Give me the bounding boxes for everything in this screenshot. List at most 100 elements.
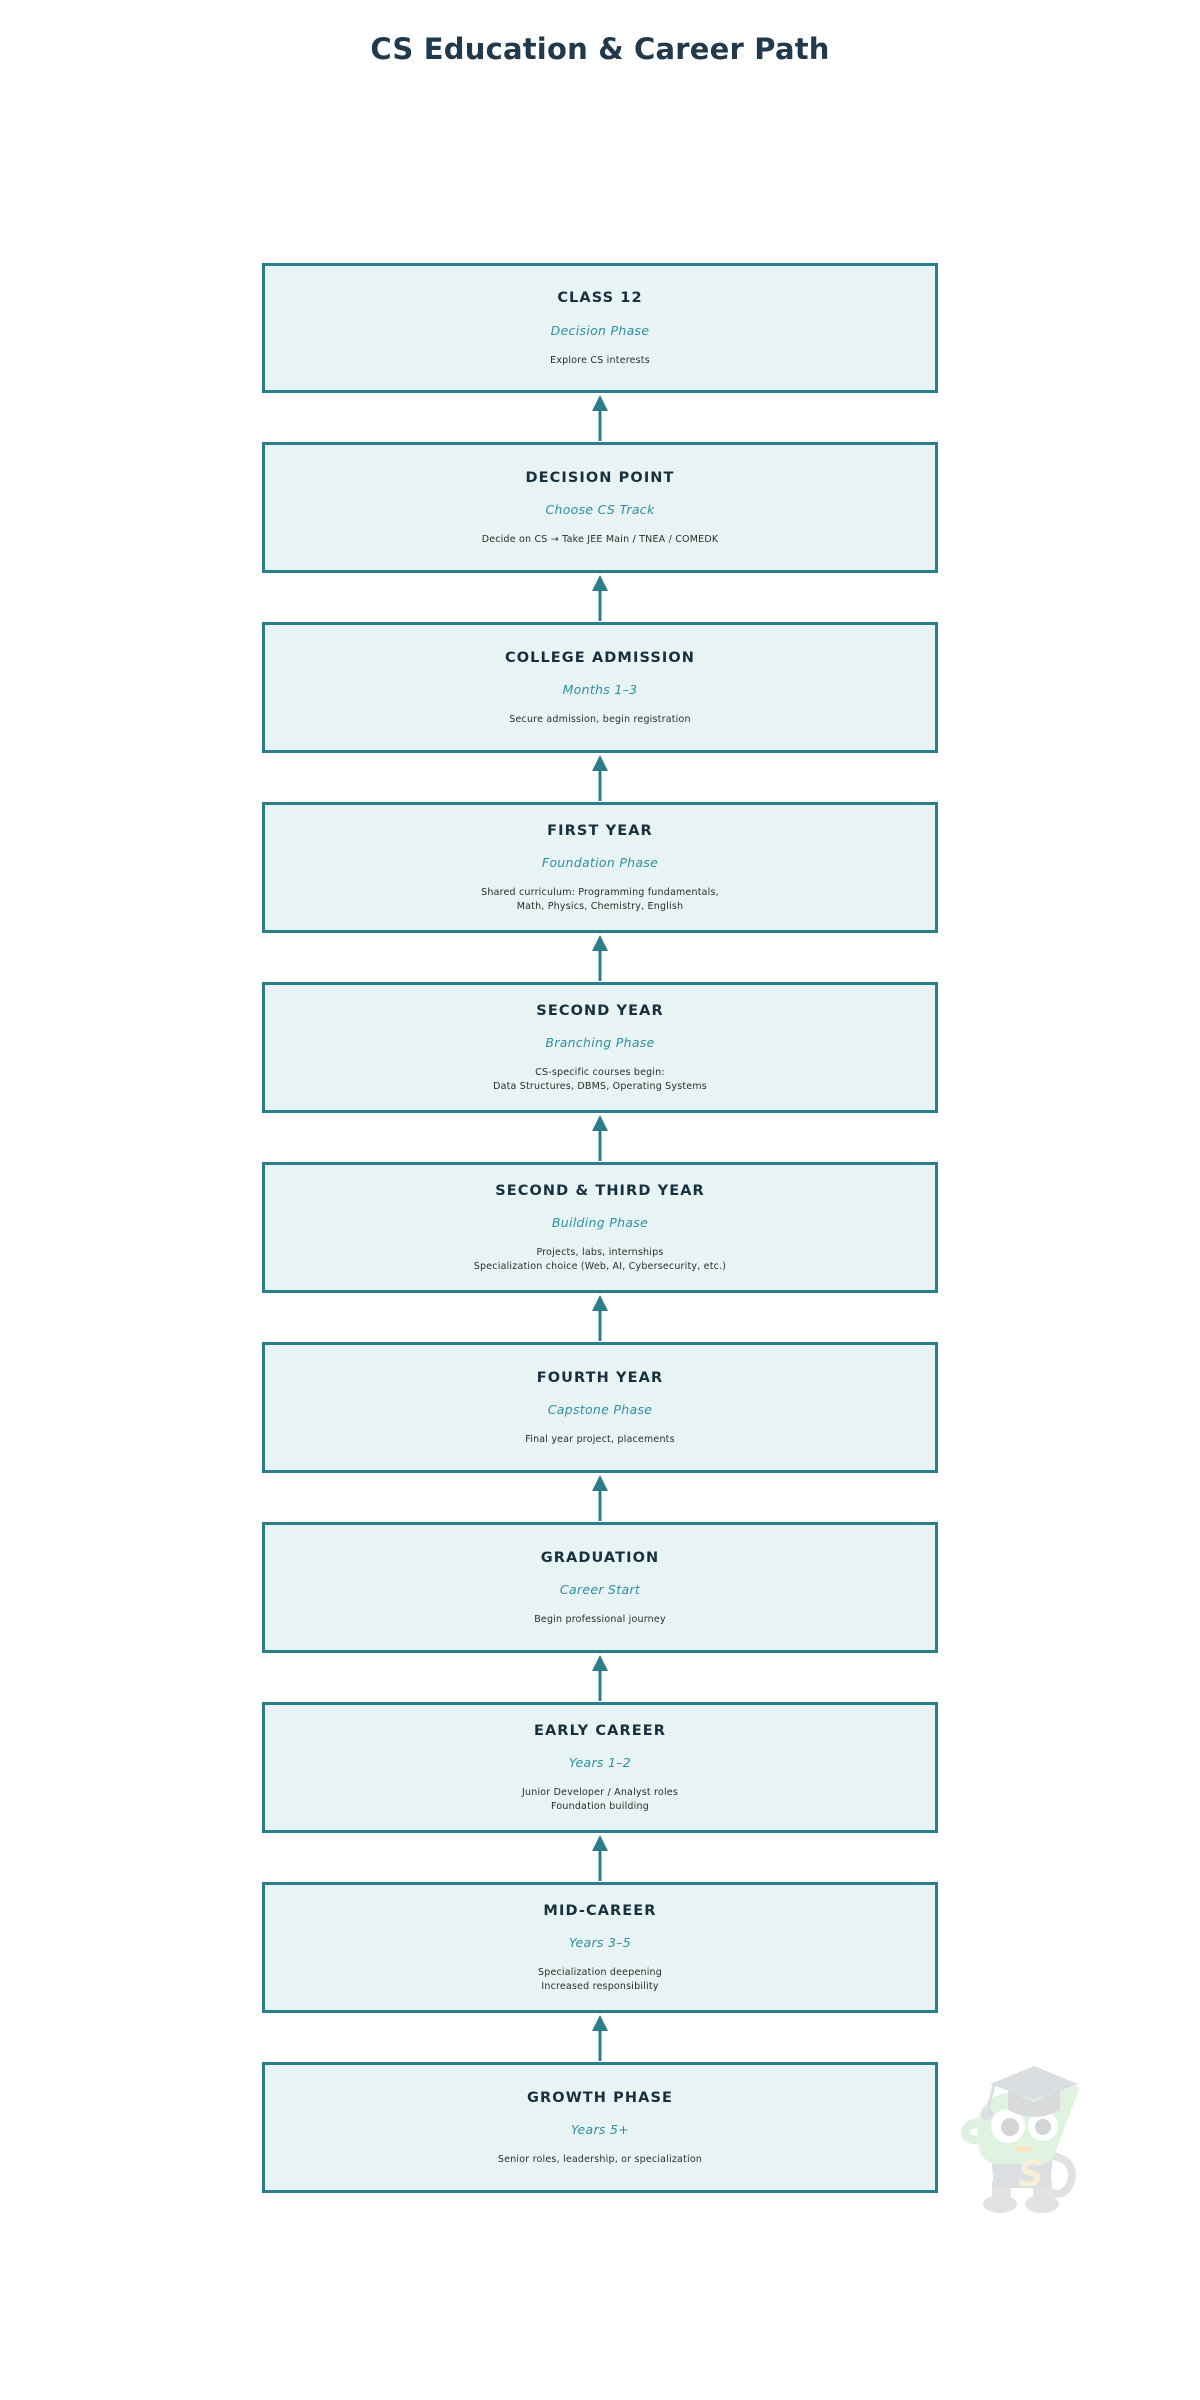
- node-subtitle-second-third-year: Building Phase: [551, 1215, 649, 1231]
- node-description-line: Shared curriculum: Programming fundament…: [481, 887, 719, 899]
- node-description-fourth-year: Final year project, placements: [525, 1433, 675, 1447]
- node-subtitle-growth-phase: Years 5+: [570, 2122, 630, 2138]
- node-title-graduation: GRADUATION: [540, 1549, 660, 1566]
- node-description-line: Senior roles, leadership, or specializat…: [497, 2154, 703, 2166]
- node-title-early-career: EARLY CAREER: [533, 1723, 667, 1740]
- node-subtitle-mid-career: Years 3–5: [568, 1935, 632, 1951]
- flow-connector-arrow: [262, 933, 938, 982]
- node-description-line: Math, Physics, Chemistry, English: [516, 901, 684, 913]
- mascot-arm-left: [961, 2118, 993, 2145]
- arrow-up-icon: [592, 395, 608, 441]
- node-subtitle-first-year: Foundation Phase: [541, 855, 659, 871]
- node-description-line: Final year project, placements: [525, 1434, 675, 1446]
- node-description-line: Begin professional journey: [534, 1614, 666, 1626]
- mascot-graduation-cap: [990, 2066, 1078, 2100]
- node-subtitle-class-12: Decision Phase: [550, 322, 650, 338]
- node-description-graduation: Begin professional journey: [534, 1613, 666, 1627]
- node-description-line: Secure admission, begin registration: [509, 714, 691, 726]
- flow-connector-arrow: [262, 753, 938, 802]
- arrow-up-icon: [592, 1475, 608, 1521]
- node-title-decision-point: DECISION POINT: [525, 469, 675, 486]
- mascot-arm-right: [1044, 2152, 1076, 2198]
- node-title-second-year: SECOND YEAR: [536, 1003, 664, 1020]
- mascot-badge-letter: S: [1018, 2154, 1044, 2195]
- node-title-fourth-year: FOURTH YEAR: [536, 1369, 664, 1386]
- node-subtitle-college-admission: Months 1–3: [562, 682, 638, 698]
- flow-connector-arrow: [262, 573, 938, 622]
- node-title-second-third-year: SECOND & THIRD YEAR: [495, 1183, 705, 1200]
- node-description-line: Specialization choice (Web, AI, Cybersec…: [473, 1261, 727, 1273]
- node-description-line: Data Structures, DBMS, Operating Systems: [493, 1081, 707, 1093]
- mascot-leg-right: [1025, 2195, 1059, 2213]
- mascot-graduate-watermark: S: [938, 2038, 1108, 2223]
- node-title-first-year: FIRST YEAR: [547, 823, 653, 840]
- node-subtitle-fourth-year: Capstone Phase: [547, 1402, 653, 1418]
- node-description-class-12: Explore CS interests: [550, 354, 650, 368]
- mascot-mouth: [1012, 2146, 1036, 2153]
- node-description-line: Projects, labs, internships: [536, 1247, 664, 1259]
- arrow-up-icon: [592, 935, 608, 981]
- node-subtitle-graduation: Career Start: [559, 1582, 641, 1598]
- node-description-line: Increased responsibility: [541, 1981, 659, 1993]
- node-subtitle-second-year: Branching Phase: [545, 1035, 655, 1051]
- flow-connector-arrow: [262, 1113, 938, 1162]
- flow-connector-arrow: [262, 1833, 938, 1882]
- node-subtitle-decision-point: Choose CS Track: [545, 502, 655, 518]
- node-subtitle-early-career: Years 1–2: [568, 1755, 632, 1771]
- node-description-line: Specialization deepening: [538, 1967, 662, 1979]
- node-description-line: Junior Developer / Analyst roles: [522, 1787, 678, 1799]
- arrow-up-icon: [592, 2015, 608, 2061]
- node-description-growth-phase: Senior roles, leadership, or specializat…: [498, 2153, 702, 2167]
- node-title-class-12: CLASS 12: [557, 290, 643, 307]
- flow-connector-arrow: [262, 2013, 938, 2062]
- arrow-up-icon: [592, 1115, 608, 1161]
- arrow-up-icon: [592, 1655, 608, 1701]
- mascot-eye-left: [991, 2109, 1025, 2143]
- page-title: CS Education & Career Path: [370, 32, 830, 66]
- mascot-head: [977, 2086, 1079, 2164]
- flow-connector-arrow: [262, 393, 938, 442]
- node-description-line: CS-specific courses begin:: [535, 1067, 665, 1079]
- arrow-up-icon: [592, 1835, 608, 1881]
- node-description-decision-point: Decide on CS → Take JEE Main / TNEA / CO…: [482, 533, 719, 547]
- mascot-leg-left: [983, 2195, 1017, 2213]
- flow-connector-arrow: [262, 1293, 938, 1342]
- mascot-torso: [990, 2146, 1054, 2188]
- mascot-tassel: [986, 2084, 996, 2111]
- node-title-mid-career: MID-CAREER: [543, 1903, 657, 1920]
- node-box-growth-phase[interactable]: GROWTH PHASE Years 5+ Senior roles, leader…: [262, 2062, 938, 2193]
- node-description-first-year: Shared curriculum: Programming fundament…: [481, 886, 719, 914]
- flow-connector-arrow: [262, 1473, 938, 1522]
- arrow-up-icon: [592, 1295, 608, 1341]
- arrow-up-icon: [592, 575, 608, 621]
- mascot-eye-right: [1028, 2111, 1058, 2141]
- flow-node-growth-phase[interactable]: GROWTH PHASE Years 5+ Senior roles, leader…: [262, 2062, 938, 2193]
- node-description-line: Explore CS interests: [550, 354, 650, 366]
- flow-connector-arrow: [262, 1653, 938, 1702]
- node-title-growth-phase: GROWTH PHASE: [527, 2089, 673, 2106]
